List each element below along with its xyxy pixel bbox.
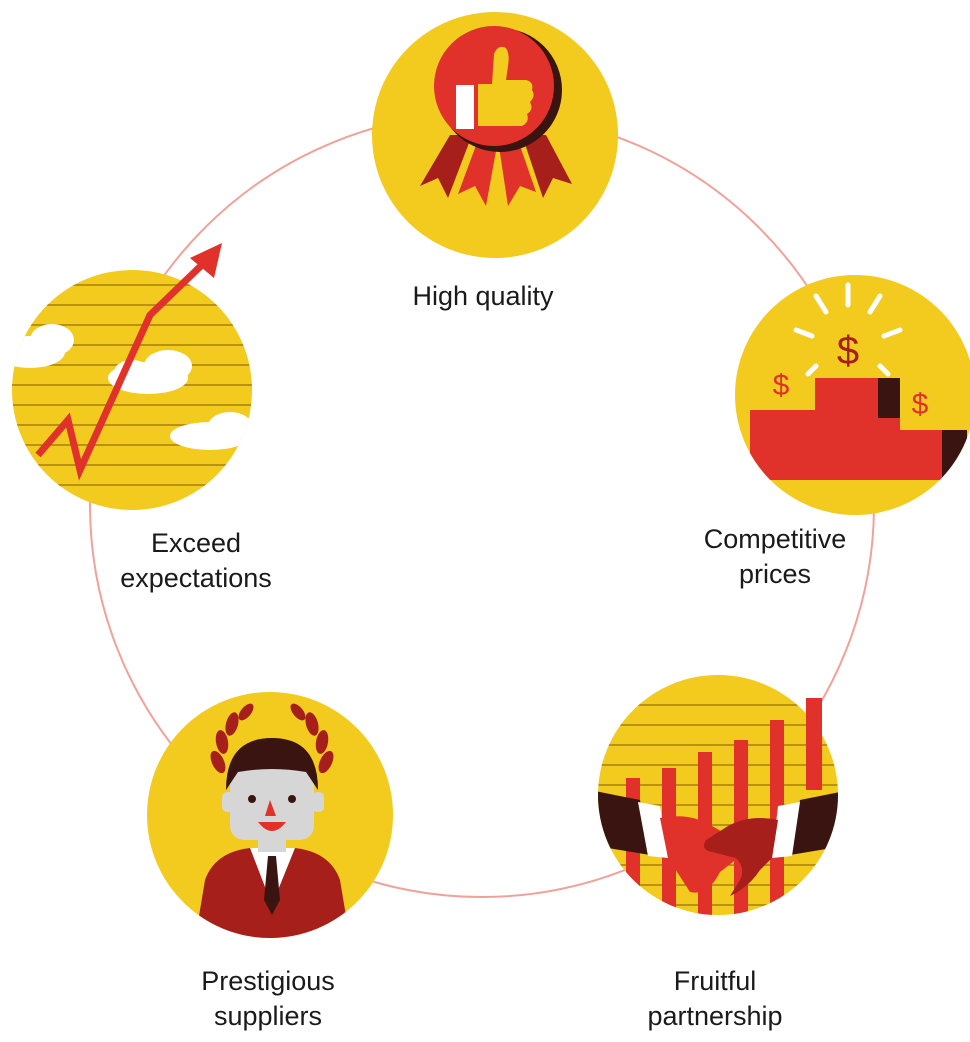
label-line: expectations bbox=[120, 563, 272, 593]
label-line: prices bbox=[738, 559, 812, 589]
label-fruitful-partnership: Fruitful partnership bbox=[647, 964, 782, 1034]
label-line: Fruitful bbox=[673, 966, 757, 996]
label-line: partnership bbox=[647, 1001, 783, 1031]
label-line: Competitive bbox=[703, 524, 847, 554]
label-line: suppliers bbox=[213, 1001, 323, 1031]
exceed-expectations-icon bbox=[12, 243, 252, 510]
label-competitive-prices: Competitive prices bbox=[704, 522, 847, 592]
competitive-prices-icon: $ $ $ bbox=[735, 275, 970, 515]
label-prestigious-suppliers: Prestigious suppliers bbox=[201, 964, 335, 1034]
label-exceed-expectations: Exceed expectations bbox=[120, 526, 272, 596]
label-high-quality: High quality bbox=[412, 279, 553, 314]
dollar-sign-right: $ bbox=[912, 388, 929, 421]
prestigious-suppliers-icon bbox=[147, 692, 393, 938]
label-line: Exceed bbox=[150, 528, 242, 558]
fruitful-partnership-icon bbox=[598, 675, 838, 915]
dollar-sign-large: $ bbox=[837, 329, 859, 373]
label-line: High quality bbox=[412, 281, 554, 311]
dollar-sign-left: $ bbox=[773, 369, 790, 402]
label-line: Prestigious bbox=[201, 966, 335, 996]
high-quality-icon bbox=[372, 12, 618, 258]
